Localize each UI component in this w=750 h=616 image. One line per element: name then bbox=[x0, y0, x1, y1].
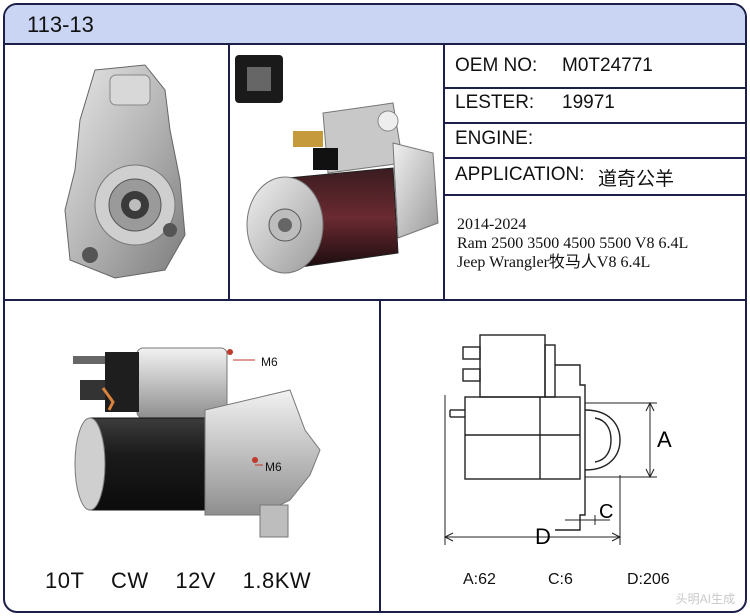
info-line-2 bbox=[443, 122, 745, 124]
divider-middle bbox=[5, 299, 745, 301]
model-list: 2014-2024 Ram 2500 3500 4500 5500 V8 6.4… bbox=[457, 215, 688, 272]
product-sheet: 113-13 OEM NO: M0T24771 LESTER: 19971 EN… bbox=[3, 3, 747, 613]
application-value: 道奇公羊 bbox=[598, 169, 675, 190]
spec-line: 10T CW 12V 1.8KW bbox=[45, 568, 331, 594]
part-code: 113-13 bbox=[27, 12, 94, 37]
spec-rotation: CW bbox=[111, 568, 149, 593]
application-label: APPLICATION: bbox=[455, 164, 585, 185]
spec-power: 1.8KW bbox=[242, 568, 312, 593]
watermark: 头明AI生成 bbox=[675, 592, 735, 606]
spec-voltage: 12V bbox=[175, 568, 216, 593]
label-c: C bbox=[599, 501, 613, 523]
label-d: D bbox=[535, 524, 551, 549]
label-a: A bbox=[657, 427, 672, 452]
info-line-4 bbox=[443, 194, 745, 196]
dimension-drawing: A C D bbox=[443, 334, 672, 549]
starter-angled-photo bbox=[235, 55, 439, 274]
dimension-c: C:6 bbox=[548, 571, 573, 588]
dimension-d: D:206 bbox=[627, 571, 670, 588]
info-line-1 bbox=[443, 87, 745, 89]
starter-side-photo bbox=[73, 347, 321, 538]
lester-label: LESTER: bbox=[455, 92, 535, 113]
lester-value: 19971 bbox=[562, 92, 615, 113]
divider-top-info bbox=[443, 45, 445, 300]
dimension-a: A:62 bbox=[463, 571, 496, 588]
model-line: Ram 2500 3500 4500 5500 V8 6.4L bbox=[457, 235, 689, 252]
divider-bottom bbox=[379, 299, 381, 611]
m6-body-callout: M6 bbox=[265, 460, 282, 474]
engine-label: ENGINE: bbox=[455, 128, 534, 149]
divider-top-photo bbox=[228, 45, 230, 300]
m6-top-callout: M6 bbox=[261, 355, 278, 369]
model-line: 2014-2024 bbox=[457, 216, 527, 233]
header-bar: 113-13 bbox=[5, 5, 745, 45]
model-line: Jeep Wrangler牧马人V8 6.4L bbox=[457, 254, 651, 271]
oem-label: OEM NO: bbox=[455, 55, 538, 76]
spec-teeth: 10T bbox=[45, 568, 85, 593]
oem-value: M0T24771 bbox=[562, 55, 653, 76]
info-line-3 bbox=[443, 157, 745, 159]
starter-front-photo bbox=[64, 64, 186, 279]
